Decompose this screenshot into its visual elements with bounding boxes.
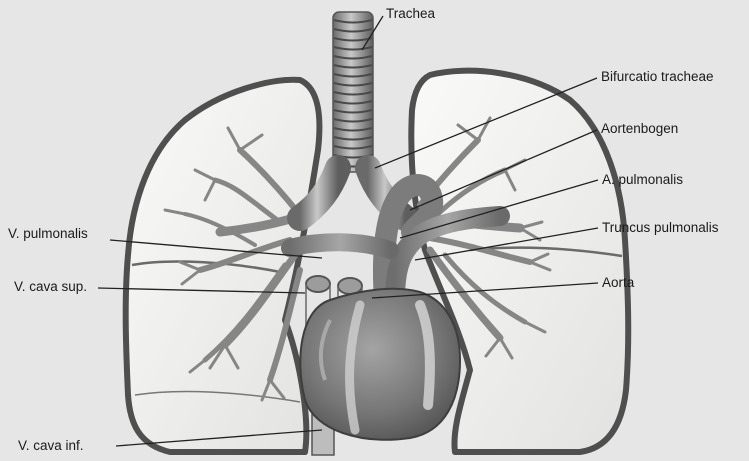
- heart: [300, 289, 460, 440]
- label-v-cava-sup: V. cava sup.: [14, 279, 87, 295]
- label-truncus-pulmonalis: Truncus pulmonalis: [602, 220, 719, 236]
- label-v-pulmonalis: V. pulmonalis: [8, 226, 88, 242]
- label-a-pulmonalis: A. pulmonalis: [602, 172, 683, 188]
- label-bifurcatio-tracheae: Bifurcatio tracheae: [601, 69, 714, 85]
- label-trachea: Trachea: [386, 6, 435, 22]
- label-v-cava-inf: V. cava inf.: [18, 438, 84, 454]
- label-aortenbogen: Aortenbogen: [601, 121, 678, 137]
- label-aorta: Aorta: [602, 275, 634, 291]
